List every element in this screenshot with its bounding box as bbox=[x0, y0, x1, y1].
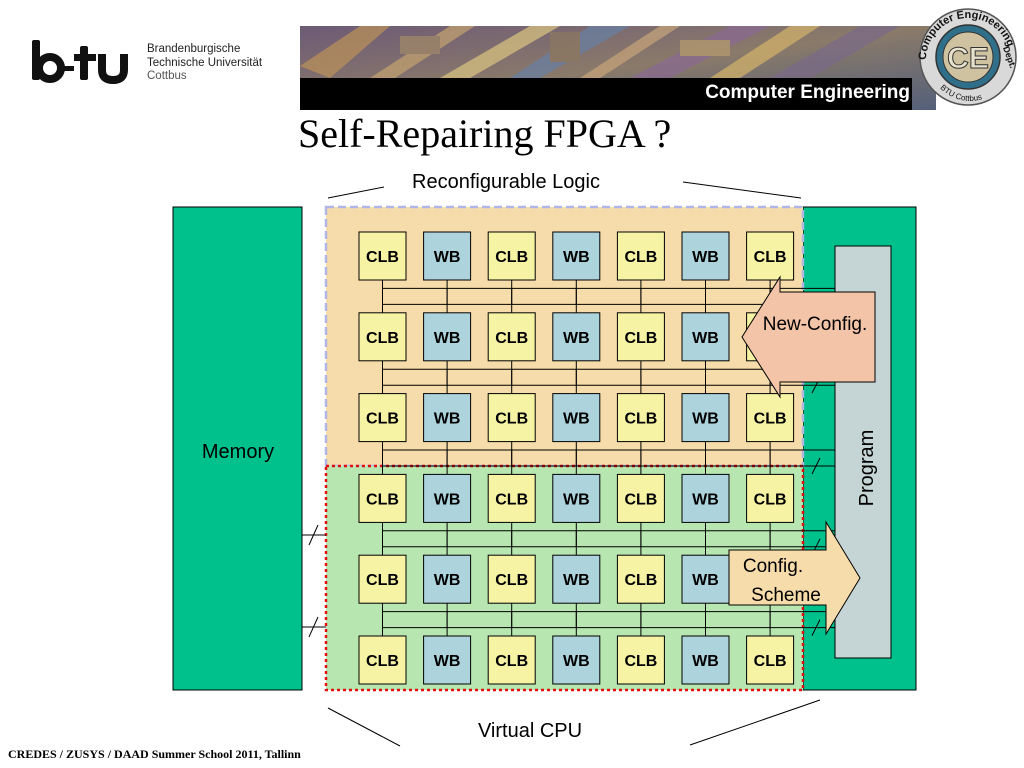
config-scheme-label-2: Scheme bbox=[751, 585, 821, 606]
svg-text:CLB: CLB bbox=[366, 491, 399, 508]
clb-cell: CLB bbox=[617, 636, 664, 684]
wb-cell: WB bbox=[682, 636, 729, 684]
clb-cell: CLB bbox=[488, 313, 535, 361]
wb-cell: WB bbox=[424, 555, 471, 603]
wb-cell: WB bbox=[553, 555, 600, 603]
svg-text:WB: WB bbox=[692, 491, 719, 508]
svg-text:WB: WB bbox=[434, 653, 461, 670]
svg-text:CLB: CLB bbox=[754, 653, 787, 670]
wb-cell: WB bbox=[682, 232, 729, 280]
wb-cell: WB bbox=[682, 474, 729, 522]
clb-cell: CLB bbox=[359, 636, 406, 684]
svg-text:CLB: CLB bbox=[495, 653, 528, 670]
clb-cell: CLB bbox=[488, 394, 535, 442]
wb-cell: WB bbox=[682, 555, 729, 603]
svg-text:WB: WB bbox=[563, 411, 590, 428]
svg-text:WB: WB bbox=[434, 411, 461, 428]
clb-cell: CLB bbox=[488, 636, 535, 684]
svg-text:CLB: CLB bbox=[366, 572, 399, 589]
clb-cell: CLB bbox=[747, 232, 794, 280]
wb-cell: WB bbox=[553, 232, 600, 280]
svg-text:CLB: CLB bbox=[754, 249, 787, 266]
wb-cell: WB bbox=[424, 394, 471, 442]
svg-text:WB: WB bbox=[692, 572, 719, 589]
wb-cell: WB bbox=[682, 313, 729, 361]
wb-cell: WB bbox=[553, 313, 600, 361]
svg-text:CLB: CLB bbox=[624, 572, 657, 589]
clb-cell: CLB bbox=[488, 232, 535, 280]
svg-text:CLB: CLB bbox=[624, 411, 657, 428]
svg-text:WB: WB bbox=[434, 491, 461, 508]
svg-text:CLB: CLB bbox=[495, 330, 528, 347]
clb-cell: CLB bbox=[488, 555, 535, 603]
clb-cell: CLB bbox=[359, 232, 406, 280]
wb-cell: WB bbox=[553, 636, 600, 684]
svg-text:CLB: CLB bbox=[624, 249, 657, 266]
svg-text:CLB: CLB bbox=[366, 411, 399, 428]
svg-text:WB: WB bbox=[692, 249, 719, 266]
clb-cell: CLB bbox=[617, 474, 664, 522]
wb-cell: WB bbox=[424, 232, 471, 280]
footer-text: CREDES / ZUSYS / DAAD Summer School 2011… bbox=[8, 747, 301, 762]
clb-cell: CLB bbox=[747, 474, 794, 522]
virtual-cpu-label: Virtual CPU bbox=[478, 720, 582, 742]
clb-cell: CLB bbox=[617, 232, 664, 280]
svg-text:CLB: CLB bbox=[495, 249, 528, 266]
svg-text:WB: WB bbox=[563, 491, 590, 508]
wb-cell: WB bbox=[682, 394, 729, 442]
reconfigurable-logic-label: Reconfigurable Logic bbox=[412, 171, 600, 193]
svg-text:CLB: CLB bbox=[366, 653, 399, 670]
svg-text:WB: WB bbox=[563, 249, 590, 266]
clb-cell: CLB bbox=[359, 474, 406, 522]
clb-cell: CLB bbox=[617, 394, 664, 442]
svg-text:CLB: CLB bbox=[366, 330, 399, 347]
svg-text:CLB: CLB bbox=[754, 491, 787, 508]
clb-cell: CLB bbox=[617, 555, 664, 603]
wb-cell: WB bbox=[424, 474, 471, 522]
svg-text:WB: WB bbox=[563, 653, 590, 670]
clb-cell: CLB bbox=[488, 474, 535, 522]
svg-text:WB: WB bbox=[692, 411, 719, 428]
wb-cell: WB bbox=[424, 313, 471, 361]
svg-text:CLB: CLB bbox=[495, 491, 528, 508]
new-config-label: New-Config. bbox=[763, 314, 868, 335]
svg-text:WB: WB bbox=[434, 572, 461, 589]
svg-text:CLB: CLB bbox=[495, 411, 528, 428]
wb-cell: WB bbox=[553, 394, 600, 442]
svg-text:WB: WB bbox=[692, 653, 719, 670]
clb-cell: CLB bbox=[747, 394, 794, 442]
svg-text:WB: WB bbox=[692, 330, 719, 347]
svg-text:CLB: CLB bbox=[624, 653, 657, 670]
clb-cell: CLB bbox=[359, 313, 406, 361]
config-scheme-label-1: Config. bbox=[743, 556, 803, 577]
svg-text:CLB: CLB bbox=[495, 572, 528, 589]
clb-cell: CLB bbox=[747, 636, 794, 684]
wb-cell: WB bbox=[424, 636, 471, 684]
svg-text:CLB: CLB bbox=[754, 411, 787, 428]
svg-text:WB: WB bbox=[563, 330, 590, 347]
svg-text:WB: WB bbox=[563, 572, 590, 589]
svg-text:WB: WB bbox=[434, 249, 461, 266]
clb-cell: CLB bbox=[359, 394, 406, 442]
wb-cell: WB bbox=[553, 474, 600, 522]
svg-text:CLB: CLB bbox=[624, 330, 657, 347]
clb-cell: CLB bbox=[359, 555, 406, 603]
svg-text:CLB: CLB bbox=[624, 491, 657, 508]
svg-text:CLB: CLB bbox=[366, 249, 399, 266]
program-label: Program bbox=[856, 430, 878, 507]
svg-text:WB: WB bbox=[434, 330, 461, 347]
memory-label: Memory bbox=[202, 441, 274, 463]
clb-cell: CLB bbox=[617, 313, 664, 361]
